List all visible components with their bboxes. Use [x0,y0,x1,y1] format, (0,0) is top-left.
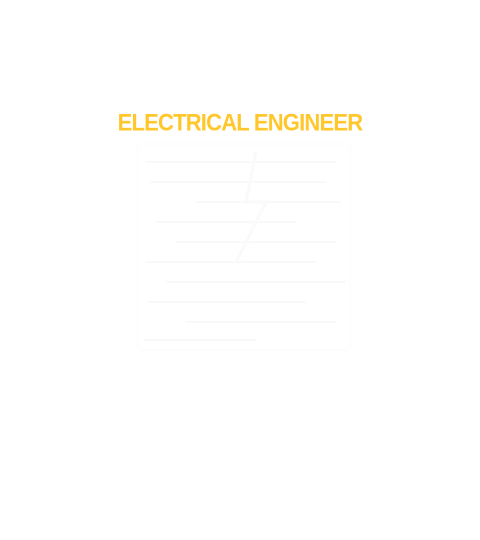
distressed-electrical-engineer-illustration-icon [136,142,352,352]
design-title: ELECTRICAL ENGINEER [117,108,364,136]
